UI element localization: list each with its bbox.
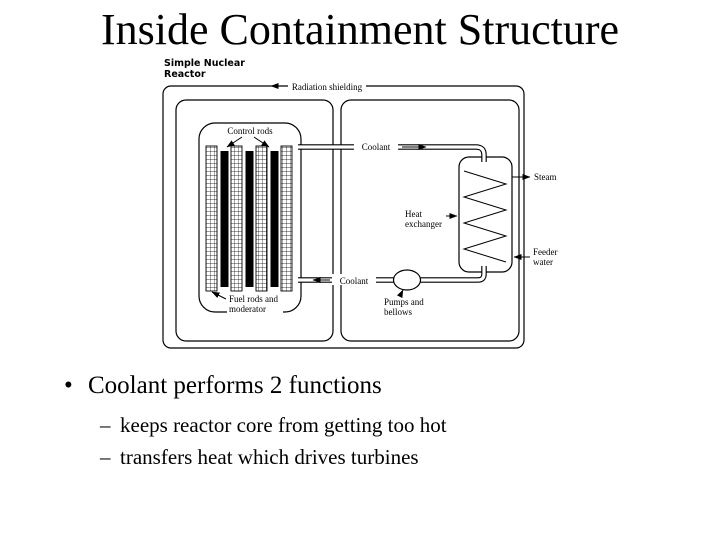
fuel-rods-label-line1: Fuel rods and (229, 294, 278, 304)
fuel-rod (230, 145, 243, 292)
bullet-sub-2: – transfers heat which drives turbines (100, 445, 419, 470)
label-backing (332, 274, 376, 285)
label-backing (288, 81, 366, 92)
pump-label-line1: Pumps and (384, 297, 424, 307)
bullet-sub-1: – keeps reactor core from getting too ho… (100, 413, 447, 438)
pump-arrow (396, 289, 404, 299)
pump-label-line2: bellows (384, 307, 412, 317)
bullet-marker: • (64, 372, 73, 399)
bullet-sub-2-text: transfers heat which drives turbines (120, 445, 419, 469)
control-rods-arrow (253, 136, 270, 148)
coolant-top-label: Coolant (362, 142, 391, 152)
label-backing (227, 294, 283, 315)
reactor-diagram: Simple Nuclear Reactor (162, 58, 558, 349)
page-title: Inside Containment Structure (100, 5, 620, 54)
heat-exchanger-vessel (458, 156, 513, 273)
heat-exchanger-coil (462, 170, 508, 263)
control-rods-label: Control rods (227, 126, 273, 136)
label-backing (354, 141, 398, 152)
steam-label: Steam (534, 172, 557, 182)
fuel-rods (205, 145, 293, 292)
feeder-water-label-line2: water (533, 257, 553, 267)
bullet-main: • Coolant performs 2 functions (64, 372, 382, 400)
fuel-rod (280, 145, 293, 292)
fuel-rod (255, 145, 268, 292)
pump (392, 269, 422, 291)
heat-exchanger-label-line2: exchanger (405, 219, 442, 229)
diagram-caption-line1: Simple Nuclear (164, 58, 245, 69)
fuel-rods-label-line2: moderator (229, 304, 266, 314)
heat-exchanger-label-line1: Heat (405, 209, 422, 219)
bullet-sub-1-text: keeps reactor core from getting too hot (120, 413, 447, 437)
coolant-bottom-label: Coolant (340, 276, 369, 286)
hot-coolant-pipe (298, 144, 487, 162)
fuel-rods-arrow (211, 291, 227, 300)
control-rod (220, 151, 229, 287)
dash-marker: – (100, 445, 111, 469)
control-rod (270, 151, 279, 287)
reactor-diagram-container: Simple Nuclear Reactor (150, 55, 575, 355)
control-rod (245, 151, 254, 287)
bullet-main-text: Coolant performs 2 functions (88, 372, 382, 399)
dash-marker: – (100, 413, 111, 437)
control-rods-arrow (226, 136, 243, 148)
fuel-rod (205, 145, 218, 292)
diagram-caption-line2: Reactor (164, 69, 206, 80)
cold-coolant-pipe (298, 266, 487, 283)
control-rods (220, 151, 279, 287)
feeder-water-label-line1: Feeder (533, 247, 558, 257)
radiation-shielding-label: Radiation shielding (292, 82, 363, 92)
